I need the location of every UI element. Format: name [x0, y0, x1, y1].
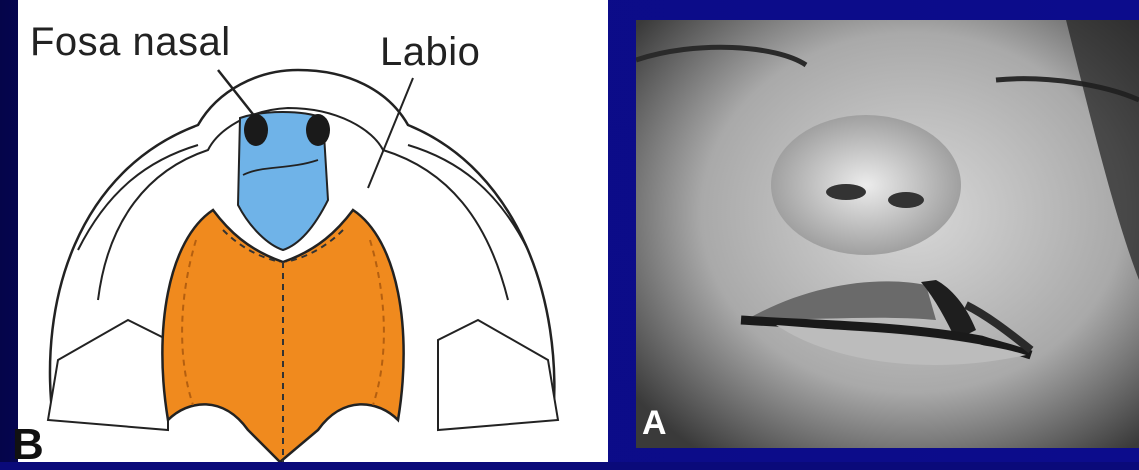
right-cheek-block: [438, 320, 558, 430]
label-fosa-nasal: Fosa nasal: [30, 20, 231, 65]
nostril-left-photo: [826, 184, 866, 200]
labio-leader-line: [368, 78, 413, 188]
panel-letter-b: B: [12, 420, 44, 470]
cleft-lip-photo-panel: A: [636, 20, 1139, 448]
left-nostril: [244, 114, 268, 146]
lip-right-fold: [408, 145, 528, 250]
palate-diagram: [18, 0, 608, 462]
left-cheek-block: [48, 320, 168, 430]
right-nostril: [306, 114, 330, 146]
cleft-lip-photo: [636, 20, 1139, 448]
nostril-right-photo: [888, 192, 924, 208]
palate-diagram-panel: Fosa nasal Labio B: [18, 0, 608, 462]
label-labio: Labio: [380, 30, 480, 75]
nose-shape: [771, 115, 961, 255]
panel-letter-a: A: [642, 404, 667, 443]
